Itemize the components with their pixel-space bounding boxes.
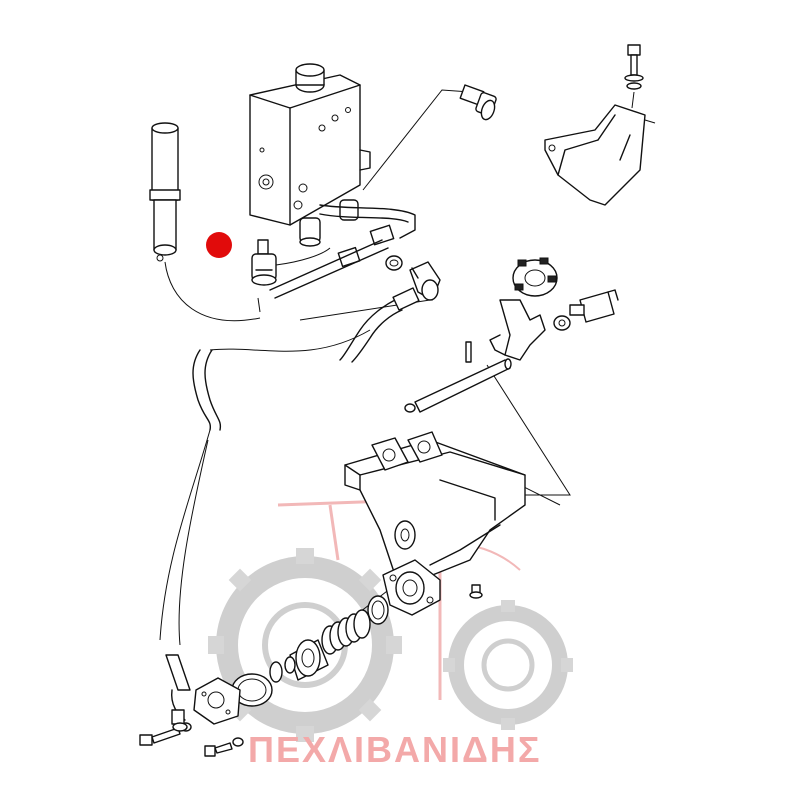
ring-seal-small	[385, 255, 403, 271]
piston	[289, 639, 329, 681]
pto-housing	[344, 431, 526, 581]
bolt-left	[139, 722, 192, 746]
elbow-fitting	[409, 261, 441, 301]
hose-end-fitting	[171, 709, 188, 732]
grease-nipple	[469, 584, 483, 599]
shift-fork	[489, 299, 546, 361]
mounting-bracket	[544, 104, 646, 206]
pin	[465, 341, 472, 363]
bolt-washer-stack	[624, 44, 656, 124]
pipe-clamps	[269, 224, 395, 299]
lock-washer	[553, 315, 571, 331]
hydraulic-valve-block	[249, 63, 416, 247]
brand-watermark-text: ΠΕΧΛΙΒΑΝΙΔΗΣ	[248, 729, 542, 770]
pipe-route-line-2	[257, 297, 261, 313]
gear-collar	[512, 257, 558, 297]
watermark-front-wheel	[443, 600, 573, 730]
flex-hose	[159, 349, 222, 721]
selector-shaft	[404, 358, 512, 413]
hose-with-fitting	[339, 287, 420, 363]
highlight-marker[interactable]	[206, 232, 232, 258]
hose-guide-line	[209, 329, 371, 352]
end-flange	[382, 559, 441, 616]
electrical-connector	[459, 84, 497, 121]
small-ring	[269, 656, 296, 683]
sensor-plug	[569, 289, 619, 323]
pressure-switch	[251, 239, 277, 286]
wire-lead	[275, 247, 331, 266]
vertical-pipe	[149, 122, 181, 262]
o-ring-large	[367, 595, 389, 625]
cover-plate	[193, 677, 241, 725]
pipe-route-line	[164, 261, 261, 322]
bolt-right	[204, 737, 244, 757]
coil-spring	[321, 609, 371, 655]
